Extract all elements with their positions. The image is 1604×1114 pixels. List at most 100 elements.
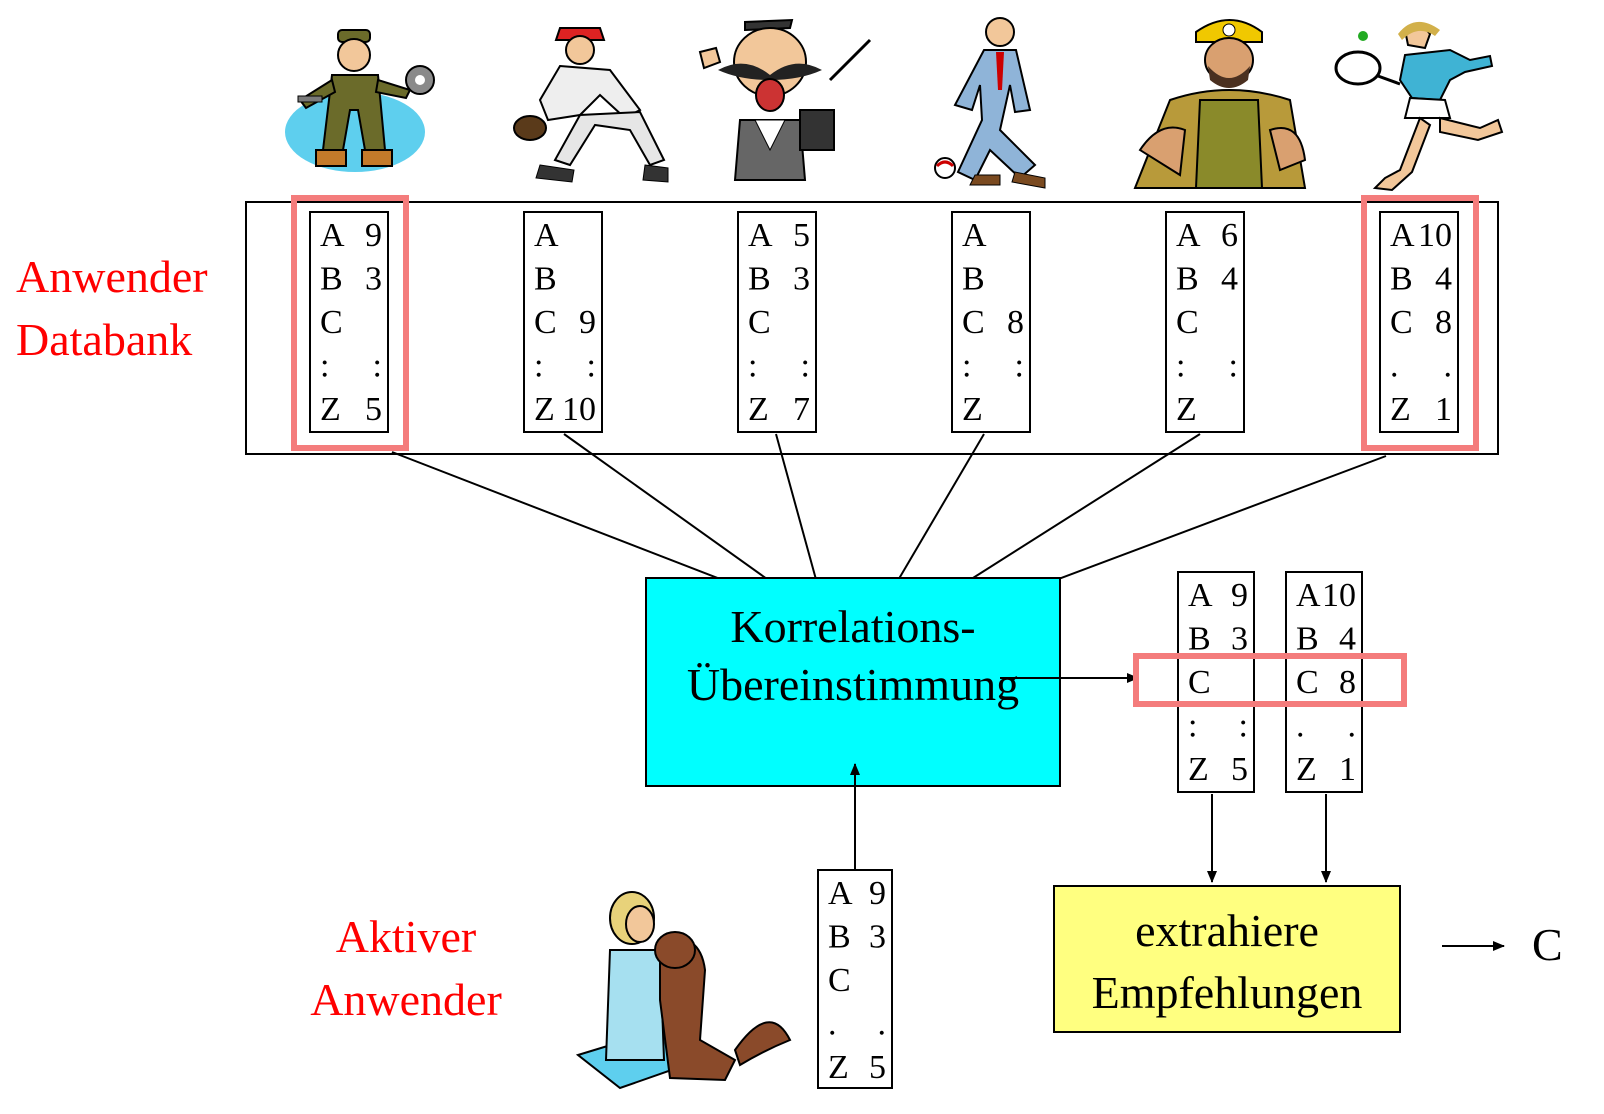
item-letter: C	[1188, 664, 1211, 701]
rating-value: 4	[1339, 621, 1356, 658]
item-letter: C	[1296, 664, 1319, 701]
item-letter: A	[534, 217, 559, 254]
db-user-2-vector-frame	[523, 211, 603, 433]
arrow-user-5	[931, 433, 1201, 605]
rating-value: 10	[1418, 217, 1452, 254]
item-letter: B	[962, 261, 985, 298]
rating-value: 4	[1435, 261, 1452, 298]
item-letter: A	[1188, 577, 1213, 614]
rating-value: :	[1015, 348, 1024, 385]
item-letter: Z	[534, 391, 555, 428]
item-letter: B	[748, 261, 771, 298]
db-user-5-vector-frame	[1165, 211, 1245, 433]
mechanic-clipart-icon	[285, 29, 435, 172]
item-letter: Z	[320, 391, 341, 428]
active-user-label-line1: Aktiver	[336, 911, 477, 962]
item-letter: .	[1390, 348, 1399, 385]
rating-value: 9	[1231, 577, 1248, 614]
item-letter: C	[1176, 304, 1199, 341]
rating-value: 7	[793, 391, 810, 428]
item-letter: :	[1188, 708, 1197, 745]
item-letter: :	[320, 348, 329, 385]
item-letter: C	[1390, 304, 1413, 341]
item-letter: B	[534, 261, 557, 298]
extract-recommendations-box: extrahiere Empfehlungen	[1053, 885, 1401, 1033]
highlight-user-1	[291, 195, 409, 451]
rating-value: 8	[1007, 304, 1024, 341]
item-letter: Z	[962, 391, 983, 428]
extract-label-line1: extrahiere	[1135, 905, 1319, 956]
database-label-line1: Anwender	[16, 251, 208, 302]
item-letter: C	[534, 304, 557, 341]
highlight-item-c-row	[1133, 653, 1407, 707]
rating-value: 10	[1322, 577, 1356, 614]
item-letter: Z	[828, 1049, 849, 1086]
item-letter: B	[1176, 261, 1199, 298]
item-letter: A	[828, 875, 853, 912]
item-letter: A	[748, 217, 773, 254]
rating-value: 4	[1221, 261, 1238, 298]
item-letter: B	[1296, 621, 1319, 658]
rating-value: 1	[1435, 391, 1452, 428]
item-letter: :	[1176, 348, 1185, 385]
correlation-box: Korrelations- Übereinstimmung	[645, 577, 1061, 787]
item-letter: C	[828, 962, 851, 999]
item-letter: C	[320, 304, 343, 341]
girl-with-dog-clipart-icon	[575, 891, 792, 1090]
rating-value: 10	[562, 391, 596, 428]
rating-value: 3	[869, 919, 886, 956]
item-letter: B	[320, 261, 343, 298]
rating-value: 3	[1231, 621, 1248, 658]
item-letter: .	[828, 1006, 837, 1043]
item-letter: Z	[748, 391, 769, 428]
miner-clipart-icon	[1133, 19, 1307, 189]
active-user-rating-vector-frame	[817, 869, 893, 1089]
extract-label-line2: Empfehlungen	[1092, 967, 1363, 1018]
item-letter: C	[962, 304, 985, 341]
item-letter: B	[1390, 261, 1413, 298]
item-letter: A	[1176, 217, 1201, 254]
database-label-line2: Databank	[16, 314, 192, 365]
rating-value: 6	[1221, 217, 1238, 254]
rating-value: 1	[1339, 751, 1356, 788]
rating-value: .	[1444, 348, 1453, 385]
item-letter: C	[748, 304, 771, 341]
rating-value: :	[1229, 348, 1238, 385]
rating-value: 8	[1339, 664, 1356, 701]
rating-value: :	[801, 348, 810, 385]
rating-value: .	[1348, 708, 1357, 745]
arrow-user-2	[563, 433, 789, 595]
item-letter: Z	[1390, 391, 1411, 428]
rating-value: .	[878, 1006, 887, 1043]
tennis-player-clipart-icon	[1334, 21, 1504, 192]
rating-value: 5	[793, 217, 810, 254]
opera-singer-clipart-icon	[698, 18, 872, 181]
rating-value: 5	[869, 1049, 886, 1086]
correlation-label-line2: Übereinstimmung	[687, 659, 1019, 710]
item-letter: :	[962, 348, 971, 385]
item-letter: .	[1296, 708, 1305, 745]
item-letter: Z	[1296, 751, 1317, 788]
active-user-label-line2: Anwender	[310, 974, 502, 1025]
item-letter: :	[748, 348, 757, 385]
rating-value: 9	[579, 304, 596, 341]
item-letter: A	[1296, 577, 1321, 614]
db-user-4-vector-frame	[951, 211, 1031, 433]
businessman-clipart-icon	[934, 17, 1046, 189]
result-item: C	[1532, 919, 1563, 970]
matched-user-2-vector-frame	[1285, 571, 1363, 793]
rating-value: :	[587, 348, 596, 385]
item-letter: B	[828, 919, 851, 956]
db-user-6-vector-frame	[1379, 211, 1459, 433]
baseball-player-clipart-icon	[513, 27, 669, 183]
item-letter: B	[1188, 621, 1211, 658]
